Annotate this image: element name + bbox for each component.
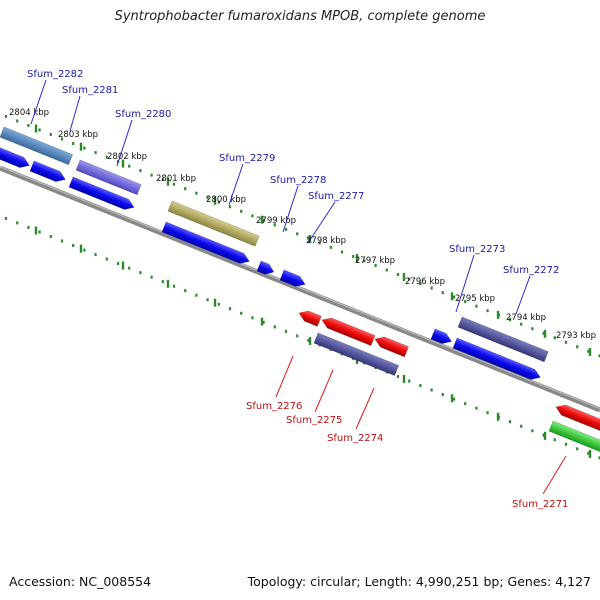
scale-label: 2799 kbp — [256, 216, 296, 226]
gene-feature-bar — [167, 200, 260, 247]
gene-labels: Sfum_2282Sfum_2281Sfum_2280Sfum_2279Sfum… — [27, 69, 568, 510]
scale-label: 2798 kbp — [306, 236, 346, 246]
gene-label-leader — [542, 455, 567, 495]
page-title: Syntrophobacter fumaroxidans MPOB, compl… — [114, 9, 486, 24]
scale-label: 2802 kbp — [107, 152, 147, 162]
scale-label: 2803 kbp — [58, 130, 98, 140]
backbone-line-highlight — [0, 166, 600, 410]
gene-feature-bar — [0, 126, 74, 166]
forward-cds-arrow — [161, 221, 250, 264]
scale-label: 2797 kbp — [355, 256, 395, 266]
gene-label-leader — [69, 95, 81, 132]
scale-label: 2796 kbp — [405, 277, 445, 287]
gene-label: Sfum_2273 — [449, 244, 505, 255]
gene-label: Sfum_2280 — [115, 109, 171, 120]
gene-label: Sfum_2281 — [62, 85, 118, 96]
forward-cds-arrow — [430, 328, 453, 344]
scale-label: 2793 kbp — [556, 331, 596, 341]
genome-summary: Topology: circular; Length: 4,990,251 bp… — [247, 574, 591, 589]
gene-label-leader — [515, 275, 531, 315]
gene-label: Sfum_2275 — [286, 415, 342, 426]
gene-label-leader — [307, 201, 336, 244]
gene-label: Sfum_2279 — [219, 153, 275, 164]
scale-label: 2801 kbp — [156, 174, 196, 184]
forward-cds-arrow — [29, 160, 66, 182]
forward-cds-arrow — [68, 176, 135, 210]
gene-label-leader — [282, 185, 299, 233]
scale-label: 2794 kbp — [506, 313, 546, 323]
forward-cds-arrow — [279, 269, 306, 287]
accession-text: Accession: NC_008554 — [9, 574, 152, 589]
forward-cds-arrow — [452, 337, 541, 380]
gene-feature-bar — [548, 420, 600, 453]
reverse-cds-arrow — [321, 317, 376, 347]
gene-feature-bar — [457, 316, 549, 363]
gene-label-leader — [355, 387, 375, 430]
scale-labels: 2804 kbp 2803 kbp 2802 kbp 2801 kbp 2800 kbp… — [9, 108, 596, 341]
reverse-cds-arrow — [298, 310, 322, 327]
gene-label: Sfum_2271 — [512, 499, 568, 510]
reverse-cds-arrow — [555, 404, 600, 432]
gene-label: Sfum_2277 — [308, 191, 364, 202]
reverse-cds-arrow — [374, 336, 409, 358]
scale-label: 2800 kbp — [206, 195, 246, 205]
gene-label-leader — [455, 254, 475, 313]
gene-label-leader — [30, 79, 47, 125]
gene-label-leader — [228, 163, 244, 206]
gene-feature-bar — [313, 332, 400, 377]
gene-label-leader — [275, 355, 294, 398]
backbone-line — [0, 165, 600, 413]
scale-label: 2795 kbp — [455, 294, 495, 304]
gene-label: Sfum_2272 — [503, 265, 559, 276]
gene-label: Sfum_2282 — [27, 69, 83, 80]
gene-label-leader — [314, 369, 334, 413]
scale-label: 2804 kbp — [9, 108, 49, 118]
forward-cds-arrow — [0, 146, 30, 168]
gene-label: Sfum_2276 — [246, 401, 302, 412]
gene-label-leader — [116, 119, 133, 167]
feature-track — [0, 126, 600, 453]
gene-feature-bar — [75, 159, 142, 196]
forward-cds-arrow — [256, 260, 275, 275]
gene-label: Sfum_2278 — [270, 175, 326, 186]
gene-label: Sfum_2274 — [327, 433, 383, 444]
